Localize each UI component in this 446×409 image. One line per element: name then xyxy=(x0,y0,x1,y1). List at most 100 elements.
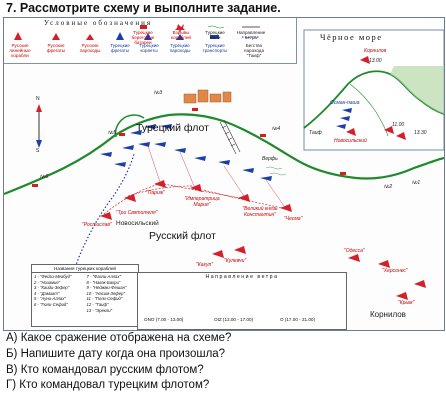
explosion-icon xyxy=(175,24,185,33)
turkish-ship xyxy=(122,145,134,150)
ship-parizh: "Париж" xyxy=(146,190,165,196)
turkish-fleet-label: Турецкий флот xyxy=(136,122,209,134)
legend-batteries: Турецкие береговые батареи xyxy=(131,30,155,45)
table-cell: 2 - "Низамие" xyxy=(34,279,61,285)
russian-ship xyxy=(100,212,112,220)
legend-explosions: Взрывы кораблей xyxy=(171,30,191,40)
legend-turkish-corvettes: Турецкие корветы xyxy=(139,43,159,53)
battery-n2: №2 xyxy=(384,184,393,190)
shore-batteries xyxy=(32,108,346,187)
inset-time-2: 11.00 xyxy=(392,122,405,128)
battery-n3: №3 xyxy=(154,90,163,96)
question-a: А) Какое сражение отображена на схеме? xyxy=(6,332,232,344)
battery-icon xyxy=(32,184,38,187)
legend-shoals: Турецкие мели xyxy=(205,30,225,40)
table-cell: 8 - "Навэк-Бахри" xyxy=(86,279,121,285)
battery-n1: №1 xyxy=(412,180,421,186)
turkish-ship xyxy=(100,152,112,157)
turkish-transport-icon xyxy=(210,35,219,39)
inset-novosilsky: Новосильский xyxy=(334,138,367,144)
turkish-ship xyxy=(174,148,186,153)
battery-icon xyxy=(340,172,346,175)
inset-title: Чёрное море xyxy=(320,32,383,42)
inset-time-3: 13.30 xyxy=(414,130,427,136)
russian-ship xyxy=(190,184,202,192)
table-cell xyxy=(34,308,84,314)
kornilov-label: Корнилов xyxy=(370,310,406,319)
legend: Условные обозначения Турецкие береговые … xyxy=(4,18,297,64)
compass-s: S xyxy=(36,148,40,154)
battery-n4: №4 xyxy=(272,126,281,132)
turkish-ship xyxy=(218,160,230,165)
inset-osman-pasha: Осман-паша xyxy=(330,100,360,106)
turkish-ship xyxy=(260,176,272,181)
legend-title: Условные обозначения xyxy=(44,19,153,27)
table-cell: 9 - "Неджми-Фешан" xyxy=(86,285,127,291)
novosilsky-label: Новосильский xyxy=(116,220,159,227)
legend-turkish-transports: Турецкие транспорты xyxy=(202,43,228,53)
ship-chesma: "Чесма" xyxy=(284,216,303,222)
wind-label-1: ОNО (7.00 - 13.00) xyxy=(144,317,184,322)
turkish-ship xyxy=(138,142,150,147)
ship-tri-svyatitelya: "Три Святителя" xyxy=(116,210,158,216)
shoals xyxy=(265,166,287,176)
turkish-ships-table-title: Названия турецких кораблей xyxy=(32,265,138,273)
wind-label-2: OtZ (13.00 - 17.00) xyxy=(214,317,254,322)
legend-russian-frigates: Русские фрегаты xyxy=(46,43,66,53)
inset-russian xyxy=(346,56,406,140)
battery-n6: №6 xyxy=(40,174,49,180)
table-cell: 12 - "Таиф" xyxy=(86,301,109,307)
turkish-ship xyxy=(194,156,206,161)
inset-time-1: 13.00 xyxy=(369,58,382,64)
wind-label-3: О (17.00 - 21.00) xyxy=(280,317,315,322)
turkish-ship xyxy=(154,142,166,147)
turkish-ship xyxy=(144,124,156,129)
ship-kulevchi: "Кулевчи" xyxy=(224,258,247,264)
legend-symbols xyxy=(14,24,260,40)
turkish-ship xyxy=(114,162,126,167)
russian-frigate-icon xyxy=(52,33,60,40)
turkish-ship xyxy=(242,168,254,173)
table-cell: 4 - "Дамиат" xyxy=(34,290,60,296)
russian-ship xyxy=(124,194,136,202)
turkish-ships-table: Названия турецких кораблей 1 - "Фейзи-Ме… xyxy=(31,264,139,327)
battery-icon xyxy=(260,134,266,137)
verfi-label: Верфь xyxy=(262,156,278,162)
legend-russian-ships: Русские линейные корабли xyxy=(9,43,31,58)
table-cell: 6 - "Гюли-Сефид" xyxy=(34,301,68,307)
turkish-steamer-icon xyxy=(176,34,184,40)
turkish-corvette-icon xyxy=(144,33,152,40)
ship-rostislav: "Ростислав" xyxy=(82,222,112,228)
table-cell: 1 - "Фейзи-Меабуд" xyxy=(34,274,72,279)
russian-ship xyxy=(238,194,250,202)
table-cell: 11 - "Гюли-Сефид" xyxy=(86,296,123,302)
russian-course xyxy=(103,183,283,215)
coastline xyxy=(4,113,444,196)
turkish-frigate-icon xyxy=(116,32,124,40)
russian-ship xyxy=(348,254,360,262)
table-cell: 10 - "Насим-Зефер" xyxy=(86,290,125,296)
fire-lines xyxy=(147,145,285,207)
legend-russian-steamers: Русские пароходы xyxy=(79,43,101,53)
russian-ship xyxy=(414,280,426,288)
turkish-ships-table-grid: 1 - "Фейзи-Меабуд" 7 - "Фазли-Аллах" 2 -… xyxy=(32,273,138,314)
wind-title: Направление ветра xyxy=(205,274,279,280)
battery-icon xyxy=(140,25,147,29)
battery-icon xyxy=(192,108,198,111)
inset-taif: Таиф xyxy=(309,130,322,136)
battery-icon xyxy=(119,133,125,136)
inset-land xyxy=(390,66,444,114)
russian-steamer-icon xyxy=(86,34,94,40)
legend-wind: Направление ветра xyxy=(236,30,266,40)
coast-bay xyxy=(114,114,145,138)
question-d: Г) Кто командовал турецким флотом? xyxy=(6,379,210,392)
table-cell: 3 - "Каиди-Зефер" xyxy=(34,285,70,291)
ship-krym: "Крым" xyxy=(398,300,415,306)
ship-odessa: "Одесса" xyxy=(344,248,365,254)
turkish-ship xyxy=(160,124,172,129)
table-cell: 7 - "Фазли-Аллах" xyxy=(86,274,121,279)
inset-turkish xyxy=(336,108,352,129)
russian-ship xyxy=(234,246,246,254)
legend-turkish-steamers: Турецкие пароходы xyxy=(169,43,191,53)
battle-map: Условные обозначения Турецкие береговые … xyxy=(3,17,445,331)
